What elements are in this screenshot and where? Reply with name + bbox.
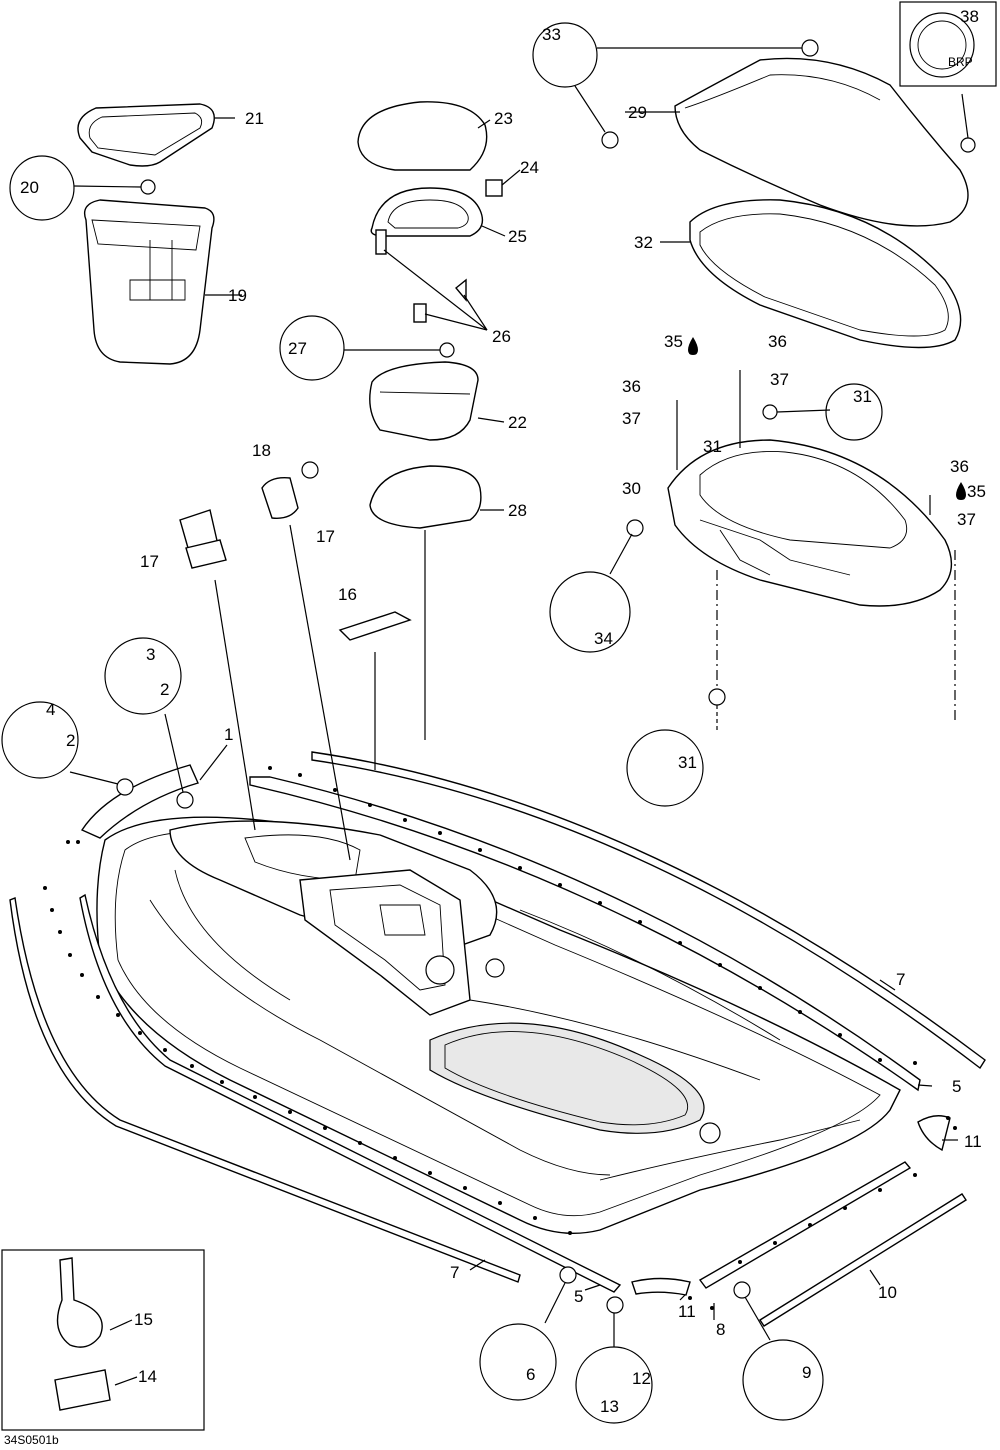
hood-group xyxy=(674,1,997,349)
callout-18: 18 xyxy=(252,441,271,460)
callout-33: 33 xyxy=(542,25,561,44)
deck-assembly xyxy=(96,816,901,1234)
callout-2-a: 2 xyxy=(160,680,169,699)
inset-box-14-15 xyxy=(1,1249,205,1431)
storage-bin-group xyxy=(77,103,215,365)
callout-2-b: 2 xyxy=(66,731,75,750)
callout-30: 30 xyxy=(622,479,641,498)
callout-20: 20 xyxy=(20,178,39,197)
brand-badge-mark: BRP xyxy=(948,55,973,69)
callout-36-c: 36 xyxy=(950,457,969,476)
callout-7-b: 7 xyxy=(450,1263,459,1282)
callout-34: 34 xyxy=(594,629,613,648)
callout-37-a: 37 xyxy=(770,370,789,389)
callout-28: 28 xyxy=(508,501,527,520)
callout-4: 4 xyxy=(46,700,55,719)
callout-15: 15 xyxy=(134,1310,153,1329)
callout-5-a: 5 xyxy=(952,1077,961,1096)
callout-26: 26 xyxy=(492,327,511,346)
callout-32: 32 xyxy=(634,233,653,252)
callout-17-a: 17 xyxy=(140,552,159,571)
fittings-group xyxy=(179,461,319,569)
callout-27: 27 xyxy=(288,339,307,358)
callout-31-c: 31 xyxy=(678,753,697,772)
callout-7-a: 7 xyxy=(896,970,905,989)
callout-37-b: 37 xyxy=(622,409,641,428)
callout-25: 25 xyxy=(508,227,527,246)
leader-lines xyxy=(69,47,969,1386)
callout-36-a: 36 xyxy=(768,332,787,351)
callout-23: 23 xyxy=(494,109,513,128)
callout-8: 8 xyxy=(716,1320,725,1339)
front-tray-group xyxy=(667,439,953,607)
drawing-reference-code: 34S0501b xyxy=(4,1433,59,1447)
adhesive-drop-icon xyxy=(688,337,698,355)
callout-6: 6 xyxy=(526,1365,535,1384)
callout-17-b: 17 xyxy=(316,527,335,546)
callout-37-c: 37 xyxy=(957,510,976,529)
callout-38: 38 xyxy=(960,7,979,26)
callout-9: 9 xyxy=(802,1363,811,1382)
callout-21: 21 xyxy=(245,109,264,128)
callout-5-b: 5 xyxy=(574,1287,583,1306)
rivet-dots xyxy=(43,766,957,1310)
callout-11-b: 11 xyxy=(678,1302,696,1321)
callout-labels: 1 2 2 3 4 5 5 6 7 7 8 9 10 11 11 12 13 1… xyxy=(4,7,986,1447)
callout-11-a: 11 xyxy=(964,1132,982,1151)
callout-10: 10 xyxy=(878,1283,897,1302)
callout-3: 3 xyxy=(146,645,155,664)
callout-16: 16 xyxy=(338,585,357,604)
callout-12: 12 xyxy=(632,1369,651,1388)
callout-13: 13 xyxy=(600,1397,619,1416)
callout-31-b: 31 xyxy=(703,437,722,456)
storage-cover-group xyxy=(338,101,503,641)
callout-35-b: 35 xyxy=(967,482,986,501)
callout-29: 29 xyxy=(628,103,647,122)
rub-rails xyxy=(9,751,986,1327)
callout-35-a: 35 xyxy=(664,332,683,351)
callout-24: 24 xyxy=(520,158,539,177)
callout-36-b: 36 xyxy=(622,377,641,396)
callout-14: 14 xyxy=(138,1367,157,1386)
detail-circles xyxy=(1,22,883,1424)
callout-19: 19 xyxy=(228,286,247,305)
callout-31-a: 31 xyxy=(853,387,872,406)
callout-1: 1 xyxy=(224,725,233,744)
callout-22: 22 xyxy=(508,413,527,432)
adhesive-drop-icon xyxy=(956,482,966,500)
